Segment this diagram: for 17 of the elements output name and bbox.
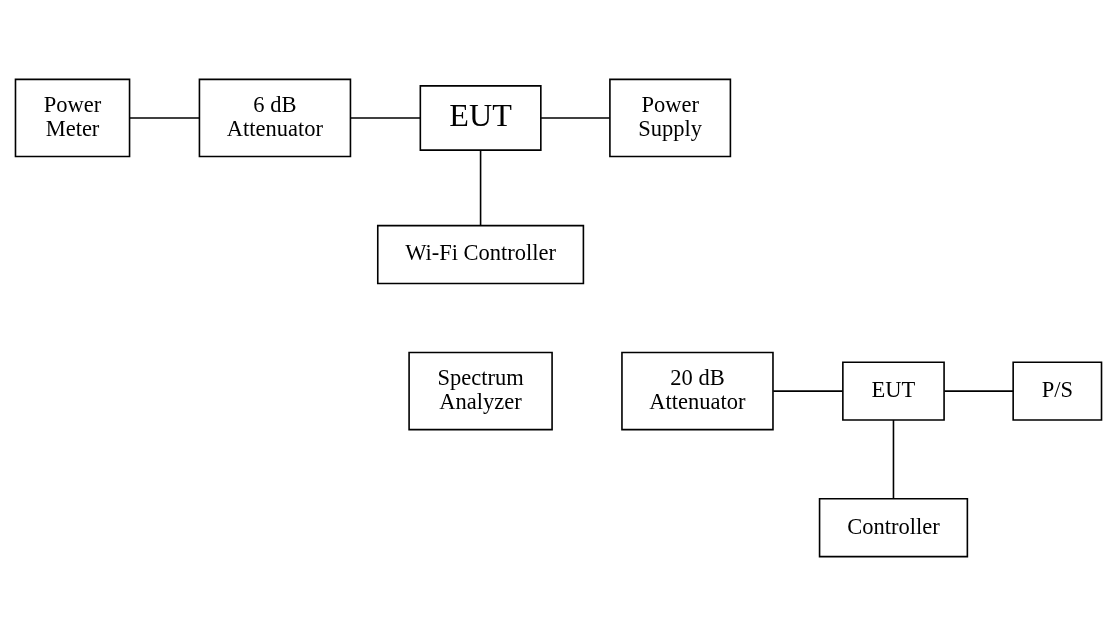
connector	[479, 149, 482, 226]
connector	[772, 390, 844, 392]
node-box: Spectrum Analyzer	[408, 351, 553, 431]
node-box: Power Meter	[14, 78, 131, 158]
node-box: 20 dB Attenuator	[621, 351, 774, 431]
connector	[129, 117, 200, 119]
node-box: EUT	[842, 361, 945, 421]
node-box: P/S	[1012, 361, 1103, 421]
node-box: Controller	[818, 497, 969, 558]
node-box: 6 dB Attenuator	[198, 78, 352, 158]
node-box: Power Supply	[609, 78, 732, 158]
node-box: EUT	[419, 85, 542, 151]
connector	[540, 117, 611, 119]
connector	[943, 390, 1014, 392]
node-box: Wi-Fi Controller	[376, 224, 585, 285]
connector	[350, 117, 422, 119]
connector	[892, 419, 895, 500]
